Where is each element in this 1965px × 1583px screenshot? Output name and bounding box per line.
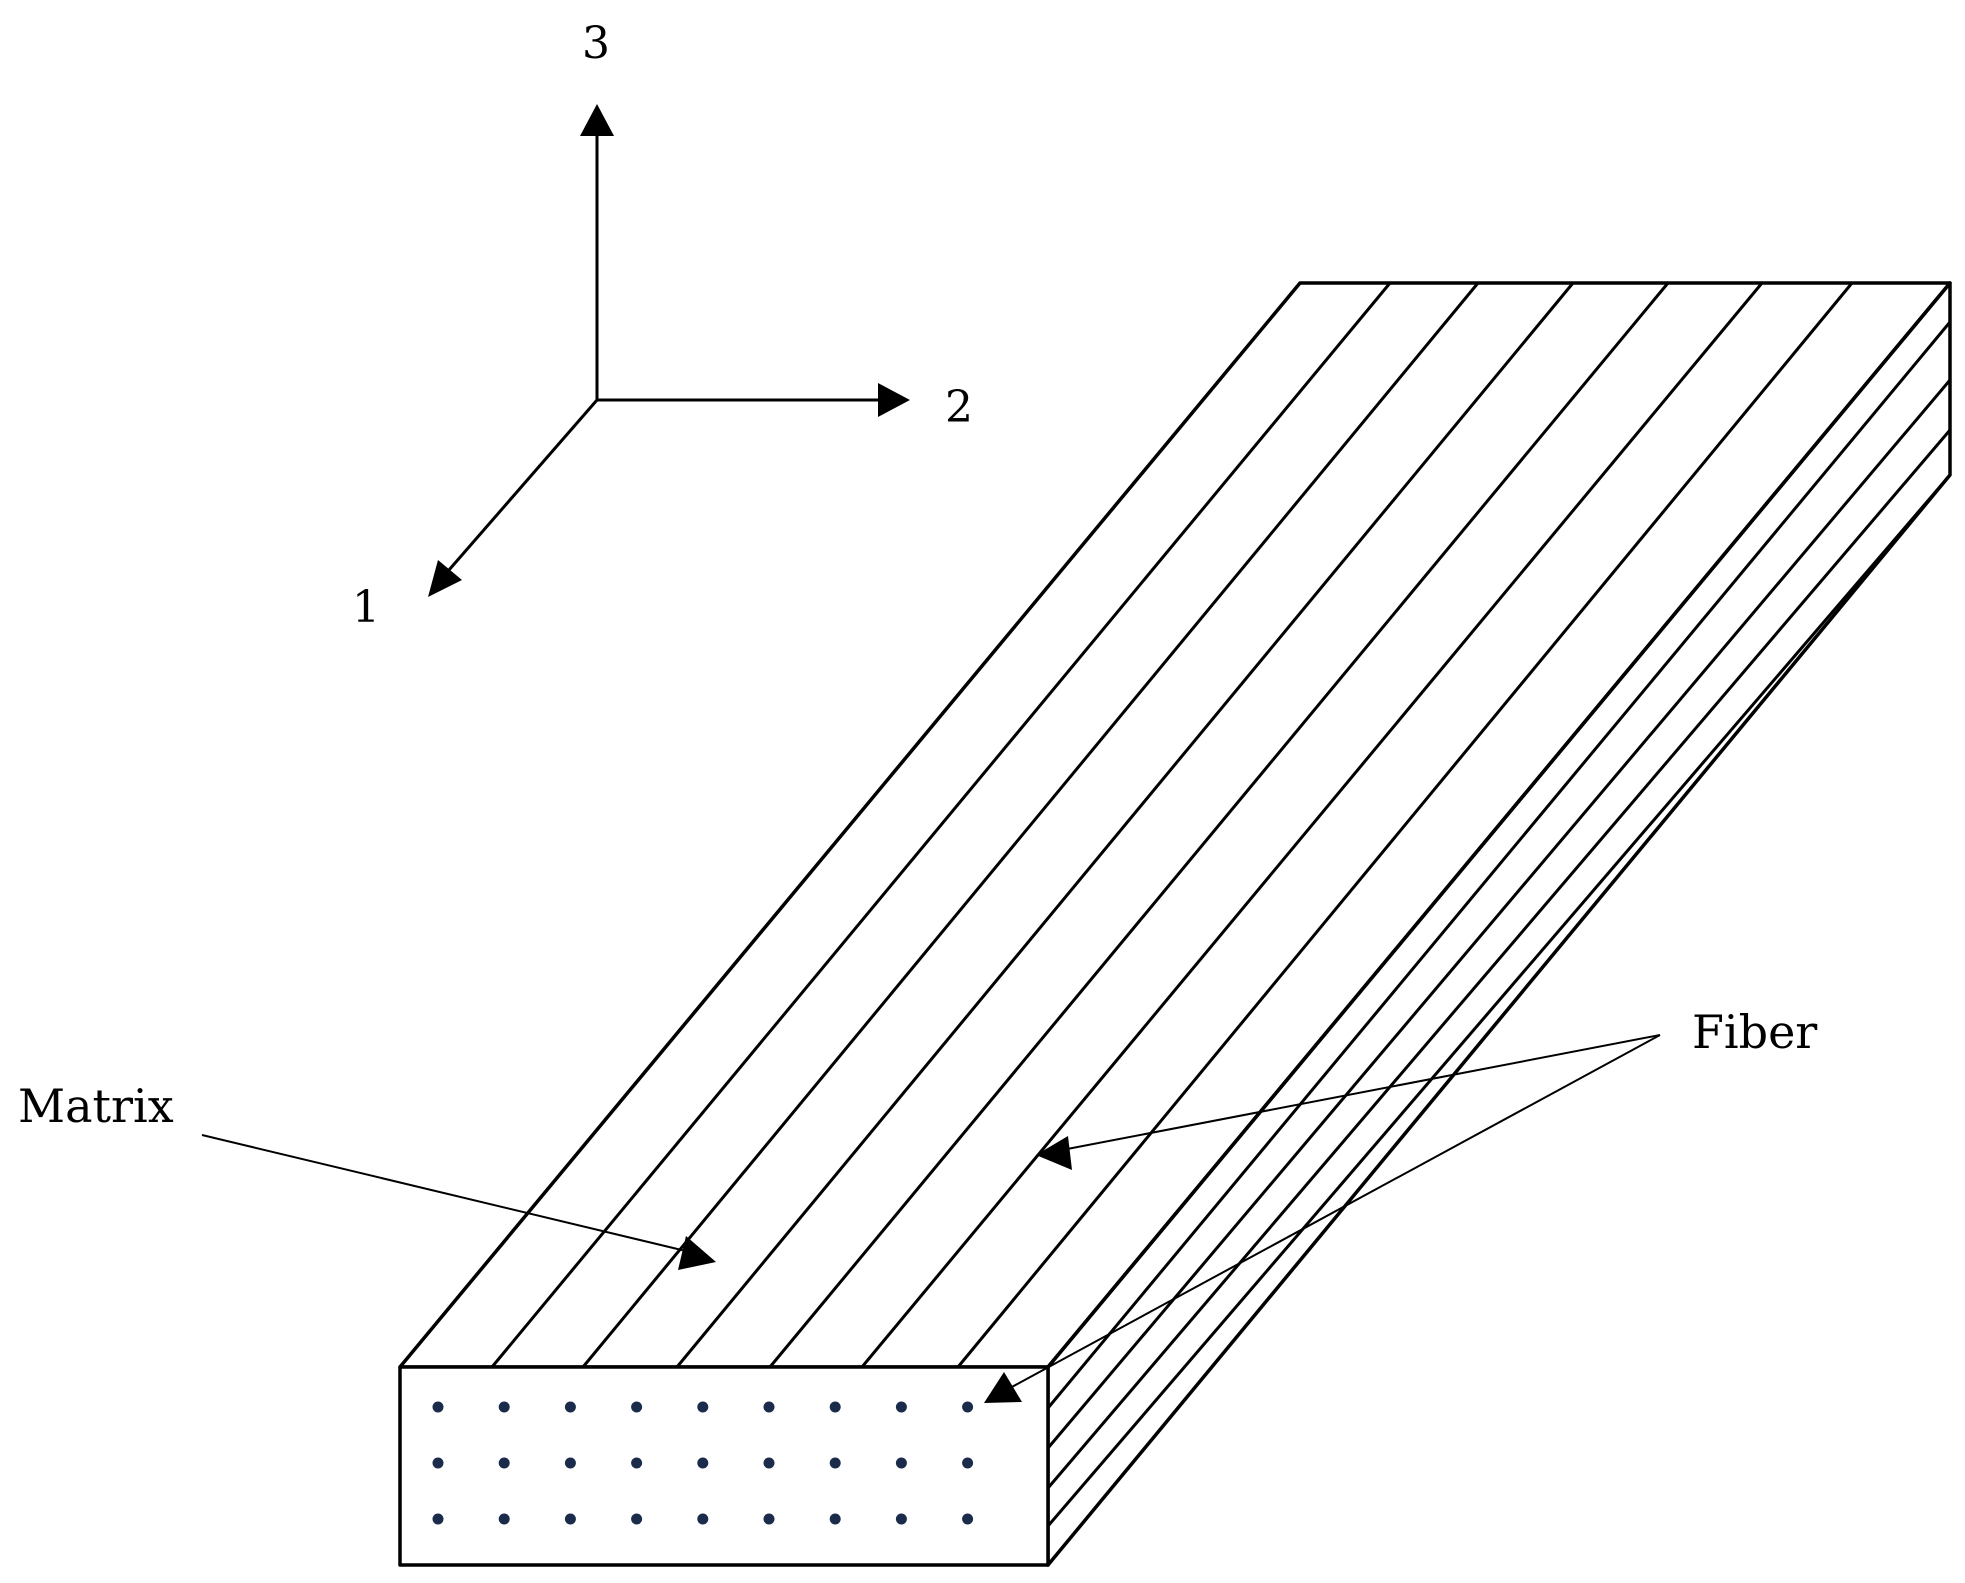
fiber-dot [763,1401,775,1413]
axis-1-line [440,399,599,579]
axis-3-label: 3 [582,18,610,69]
fiber-dot [962,1401,974,1413]
top-fiber-line [581,282,1480,1368]
fiber-dot [962,1457,974,1469]
fiber-dot [631,1513,643,1525]
fiber-dot [498,1513,510,1525]
side-layer-line [1046,379,1952,1449]
axis-1-arrowhead [428,560,462,597]
axis-2-arrowhead [878,383,910,417]
fiber-dot [763,1513,775,1525]
fiber-dot [962,1513,974,1525]
top-fiber-line [956,282,1854,1368]
top-fiber-line [675,282,1575,1368]
side-layer-line [1046,474,1952,1527]
fiber-dot [564,1401,576,1413]
lamina-body [398,281,1952,1567]
axis-2-label: 2 [945,382,973,433]
fiber-dot [895,1401,907,1413]
fiber-leader-line-lower [1009,1034,1661,1389]
top-fiber-line [860,282,1764,1368]
top-fiber-line [490,282,1392,1368]
side-layer-line [1046,429,1952,1489]
annotation-leaders [201,1034,1661,1389]
lamina-front-face [398,1365,1050,1567]
fiber-dot [432,1457,444,1469]
fiber-dot [432,1513,444,1525]
top-face-fiber-lines [490,282,1854,1368]
side-layer-line [1046,321,1952,1409]
fiber-dot [895,1513,907,1525]
fiber-dot [631,1457,643,1469]
matrix-leader-line [201,1134,691,1253]
fiber-dot [697,1513,709,1525]
fiber-leader-line-upper [1061,1034,1661,1151]
fiber-dot [631,1401,643,1413]
matrix-label: Matrix [18,1079,174,1133]
fiber-arrowhead-lower [984,1372,1022,1403]
fiber-dot [697,1457,709,1469]
axis-3-arrowhead [580,104,614,136]
fiber-dot [432,1401,444,1413]
lamina-side-face [1046,281,1952,1567]
fiber-dot [829,1513,841,1525]
top-fiber-line [768,282,1670,1368]
fiber-dot [829,1457,841,1469]
fiber-label: Fiber [1692,1005,1817,1059]
coordinate-axes [428,104,910,597]
fiber-dot [697,1401,709,1413]
fiber-dot [763,1457,775,1469]
fiber-dot [829,1401,841,1413]
fiber-dot [895,1457,907,1469]
axis-1-label: 1 [352,582,380,633]
fiber-dot [564,1457,576,1469]
fiber-dot [498,1401,510,1413]
matrix-arrowhead [678,1236,716,1270]
side-face-layer-lines [1046,321,1952,1527]
fiber-arrowhead-upper [1036,1136,1072,1170]
fiber-dot [564,1513,576,1525]
front-face-fiber-dots [432,1401,974,1525]
fiber-dot [498,1457,510,1469]
